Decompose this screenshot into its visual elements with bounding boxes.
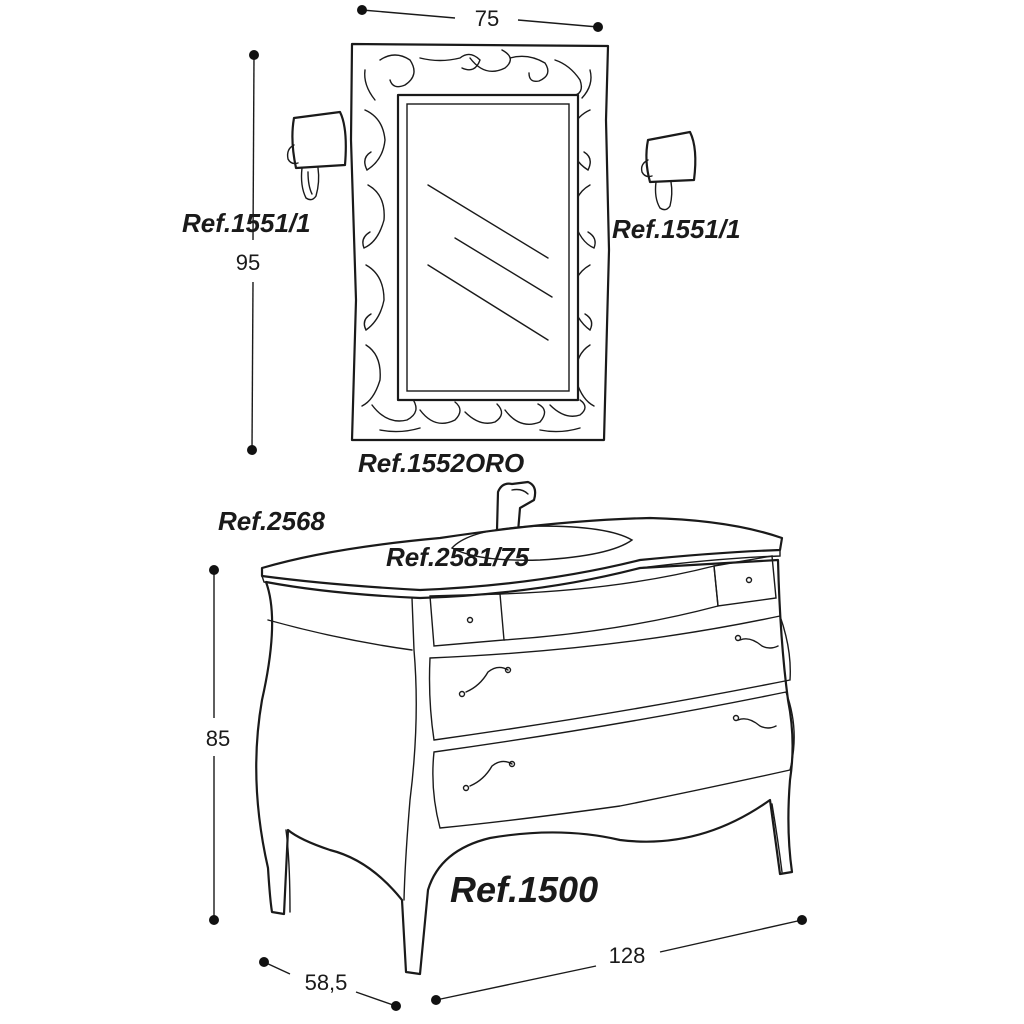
left-wall-lamp (286, 110, 347, 201)
mirror-height-label: 95 (236, 250, 260, 275)
cabinet-depth-dimension: 58,5 (259, 957, 401, 1011)
mirror-width-dimension: 75 (357, 5, 603, 32)
cabinet-depth-label: 58,5 (305, 970, 348, 995)
mirror-width-label: 75 (475, 6, 499, 31)
drawer-handle (469, 760, 513, 787)
ref-lamp-right: Ref.1551/1 (612, 214, 741, 244)
ref-cabinet: Ref.1500 (450, 869, 598, 910)
mirror-height-dimension: 95 (236, 50, 260, 455)
drawer-handle (737, 718, 777, 729)
drawer-handle (739, 638, 779, 649)
cabinet-height-dimension: 85 (206, 565, 230, 925)
ref-lamp-left: Ref.1551/1 (182, 208, 311, 238)
ref-top: Ref.2568 (218, 506, 325, 536)
ref-mirror: Ref.1552ORO (358, 448, 524, 478)
cabinet (255, 516, 795, 976)
right-wall-lamp (640, 130, 697, 211)
cabinet-width-label: 128 (609, 943, 646, 968)
drawer-handle (465, 666, 509, 693)
ref-basin: Ref.2581/75 (386, 542, 530, 572)
basin-tap (495, 480, 537, 534)
cabinet-height-label: 85 (206, 726, 230, 751)
mirror (349, 42, 611, 442)
cabinet-width-dimension: 128 (431, 915, 807, 1005)
